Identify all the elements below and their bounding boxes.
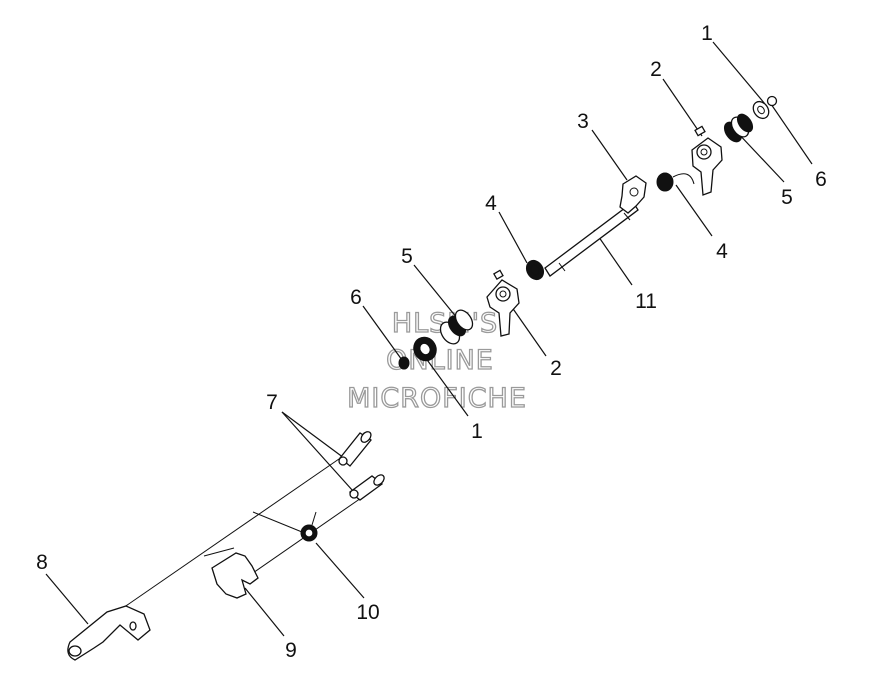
callout-7: 7	[266, 391, 278, 414]
torsion-spring	[252, 511, 318, 542]
detent-ball-upper	[656, 172, 695, 192]
callout-2-middle: 2	[550, 357, 562, 380]
shift-fork-middle	[619, 175, 647, 214]
callout-5-left: 5	[401, 245, 413, 268]
callout-labels: 1 2 3 4 4 5 6 5 6 2 11 1 7 8 9 10	[36, 22, 827, 662]
callout-1-top: 1	[701, 22, 713, 45]
watermark: HLSM'S ONLINE MICROFICHE	[346, 307, 527, 414]
shift-shaft	[544, 201, 639, 277]
shift-lever	[67, 605, 151, 661]
washer-lower	[413, 336, 437, 362]
callout-3: 3	[577, 110, 589, 133]
detent-ball-middle	[525, 259, 545, 281]
spring-upper	[723, 113, 754, 143]
pin-lower	[348, 474, 385, 501]
callout-10: 10	[356, 601, 379, 624]
shift-fork-upper	[691, 125, 723, 196]
clip-lower	[398, 356, 410, 370]
clip-upper	[766, 95, 778, 107]
callout-11: 11	[635, 290, 657, 313]
callout-9: 9	[285, 639, 297, 662]
callout-6-left: 6	[350, 286, 362, 309]
spring-lower	[439, 309, 474, 345]
leader-lines	[45, 41, 813, 637]
washer-upper	[752, 100, 770, 120]
watermark-line-3: MICROFICHE	[347, 383, 527, 414]
callout-5-right: 5	[781, 186, 793, 209]
shift-fork-lower	[486, 269, 520, 337]
callout-4-right: 4	[716, 240, 728, 263]
callout-6-right: 6	[815, 168, 827, 191]
callout-4-left: 4	[485, 192, 497, 215]
callout-2-top: 2	[650, 58, 662, 81]
callout-8: 8	[36, 551, 48, 574]
shift-arm-lower	[203, 547, 259, 599]
callout-1-bottom: 1	[471, 420, 483, 443]
pin-upper	[338, 431, 372, 467]
